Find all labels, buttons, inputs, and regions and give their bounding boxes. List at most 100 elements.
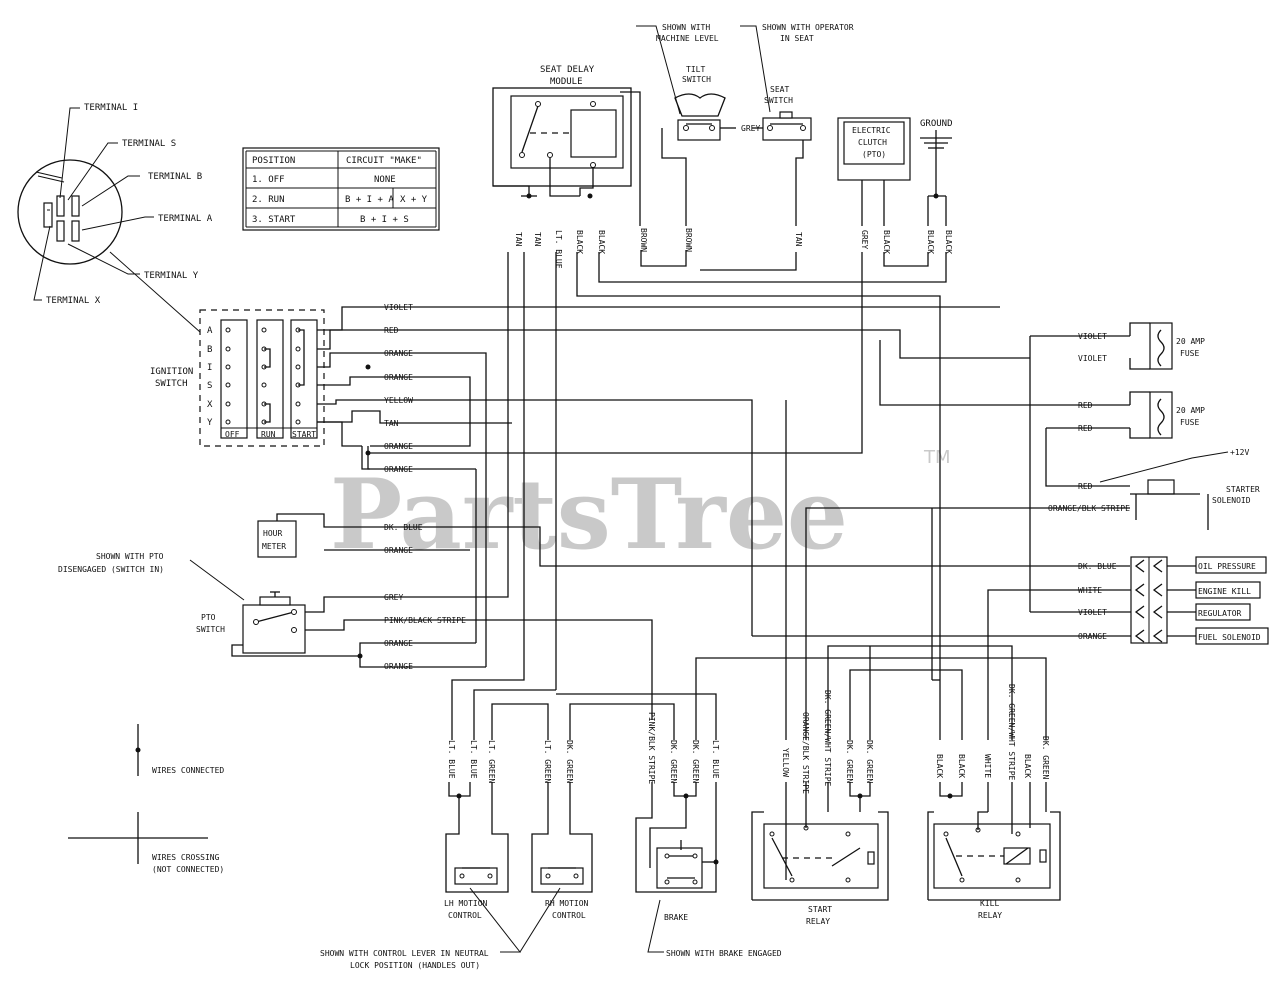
brake-note: SHOWN WITH BRAKE ENGAGED	[666, 949, 782, 958]
table-header-circuit: CIRCUIT "MAKE"	[346, 156, 422, 166]
kill-relay-label: RELAY	[978, 911, 1002, 920]
ground-symbol	[920, 130, 952, 226]
bottom-harness	[491, 400, 1047, 740]
top-wire-labels: TAN TAN LT. BLUE BLACK BLACK BROWN BROWN…	[514, 228, 953, 269]
wire-label: RED	[1078, 482, 1093, 491]
ignition-switch	[199, 309, 325, 447]
seat-switch-label: SEAT	[770, 85, 789, 94]
ignition-terminal: S	[207, 381, 212, 391]
seat-switch	[720, 111, 812, 226]
legend-crossing-label: WIRES CROSSING	[152, 853, 220, 862]
ignition-position: RUN	[261, 430, 276, 439]
wire-label: WHITE	[983, 754, 992, 778]
fuel-solenoid-label: FUEL SOLENOID	[1198, 633, 1261, 642]
ignition-terminals: A B I S X Y OFF RUN START	[207, 326, 316, 439]
wire-label: RED	[1078, 424, 1093, 433]
wire-label: BLACK	[944, 230, 953, 254]
ignition-output-labels: VIOLET RED ORANGE ORANGE YELLOW TAN ORAN…	[384, 303, 413, 474]
wire-label: ORANGE	[384, 465, 413, 474]
control-lever-note: LOCK POSITION (HANDLES OUT)	[350, 961, 480, 970]
kill-relay	[927, 782, 1061, 901]
wire-label: ORANGE	[384, 373, 413, 382]
legend-connected-label: WIRES CONNECTED	[152, 766, 224, 775]
wire-label: VIOLET	[1078, 332, 1107, 341]
ignition-terminal: A	[207, 326, 213, 336]
seat-note: SHOWN WITH OPERATOR	[762, 23, 854, 32]
terminal-i-label: TERMINAL I	[84, 103, 138, 113]
seat-switch-label: SWITCH	[764, 96, 793, 105]
wire-label: LT. BLUE	[711, 740, 720, 779]
wire-label: DK. GREEN	[1041, 736, 1050, 780]
wire-label: BLACK	[926, 230, 935, 254]
pto-note: DISENGAGED (SWITCH IN)	[58, 565, 164, 574]
starter-solenoid	[931, 451, 1229, 680]
watermark-brand: PartsTree	[330, 458, 848, 571]
wire-label: PINK/BLK STRIPE	[647, 712, 656, 784]
wire-label: ORANGE	[1078, 632, 1107, 641]
table-header-position: POSITION	[252, 156, 295, 166]
clutch-label: CLUTCH	[858, 138, 887, 147]
start-relay-label: RELAY	[806, 917, 830, 926]
wire-label: RED	[1078, 401, 1093, 410]
ignition-terminal: B	[207, 345, 212, 355]
ignition-terminal: Y	[207, 418, 213, 428]
brake-switch	[635, 782, 719, 893]
wire-label: LT. BLUE	[447, 740, 456, 779]
bottom-wire-labels: LT. BLUE LT. BLUE LT. GREEN LT. GREEN DK…	[447, 684, 1050, 794]
wire-label: BROWN	[684, 228, 693, 252]
start-relay-label: START	[808, 905, 832, 914]
lh-motion-label: CONTROL	[448, 911, 482, 920]
brake-label: BRAKE	[664, 913, 688, 922]
wire-label: DK. GREEN/WHT STRIPE	[823, 690, 832, 787]
terminal-b-label: TERMINAL B	[148, 172, 202, 182]
starter-label: SOLENOID	[1212, 496, 1251, 505]
fuse-2	[879, 340, 1173, 487]
pto-switch	[231, 252, 653, 720]
wire-label: YELLOW	[384, 396, 413, 405]
clutch-label: (PTO)	[862, 150, 886, 159]
wire-label: BLACK	[1023, 754, 1032, 778]
hour-meter	[257, 513, 1130, 567]
terminal-s-label: TERMINAL S	[122, 139, 176, 149]
rh-motion-control	[531, 782, 593, 893]
wire-label: BLACK	[597, 230, 606, 254]
wire-label: ORANGE	[384, 349, 413, 358]
wire-label: VIOLET	[1078, 354, 1107, 363]
wire-label: GREY	[741, 124, 760, 133]
table-cell-position: 3. START	[252, 215, 296, 225]
electric-clutch	[837, 117, 911, 226]
wire-label: BLACK	[935, 754, 944, 778]
legend-crossing	[68, 812, 208, 864]
wire-label: TAN	[514, 232, 523, 247]
table-cell-position: 2. RUN	[252, 195, 285, 205]
wire-label: VIOLET	[384, 303, 413, 312]
table-cell-circuit: NONE	[374, 175, 396, 185]
pto-switch-label: PTO	[201, 613, 216, 622]
oil-pressure-label: OIL PRESSURE	[1198, 562, 1256, 571]
legend-connected	[135, 724, 141, 776]
control-lever-note: SHOWN WITH CONTROL LEVER IN NEUTRAL	[320, 949, 489, 958]
table-cell-circuit: X + Y	[400, 195, 428, 205]
kill-relay-label: KILL	[980, 899, 999, 908]
wire-label: LT. GREEN	[487, 740, 496, 784]
engine-connector	[752, 556, 1269, 674]
pto-switch-label: SWITCH	[196, 625, 225, 634]
tilt-switch-label: TILT	[686, 65, 705, 74]
starter-label: STARTER	[1226, 485, 1260, 494]
wire-label: LT. BLUE	[554, 230, 563, 269]
tilt-note: MACHINE LEVEL	[656, 34, 719, 43]
table-cell-position: 1. OFF	[252, 175, 285, 185]
wire-label: ORANGE	[384, 442, 413, 451]
clutch-label: ELECTRIC	[852, 126, 891, 135]
wire-label: BROWN	[639, 228, 648, 252]
ignition-terminal: I	[207, 363, 212, 373]
wire-label: TAN	[794, 232, 803, 247]
ground-label: GROUND	[920, 119, 953, 129]
ignition-switch-label: IGNITION	[150, 367, 193, 377]
fuse-label: 20 AMP	[1176, 337, 1205, 346]
wire-label: TAN	[533, 232, 542, 247]
tilt-switch-label: SWITCH	[682, 75, 711, 84]
wire-label: LT. GREEN	[543, 740, 552, 784]
